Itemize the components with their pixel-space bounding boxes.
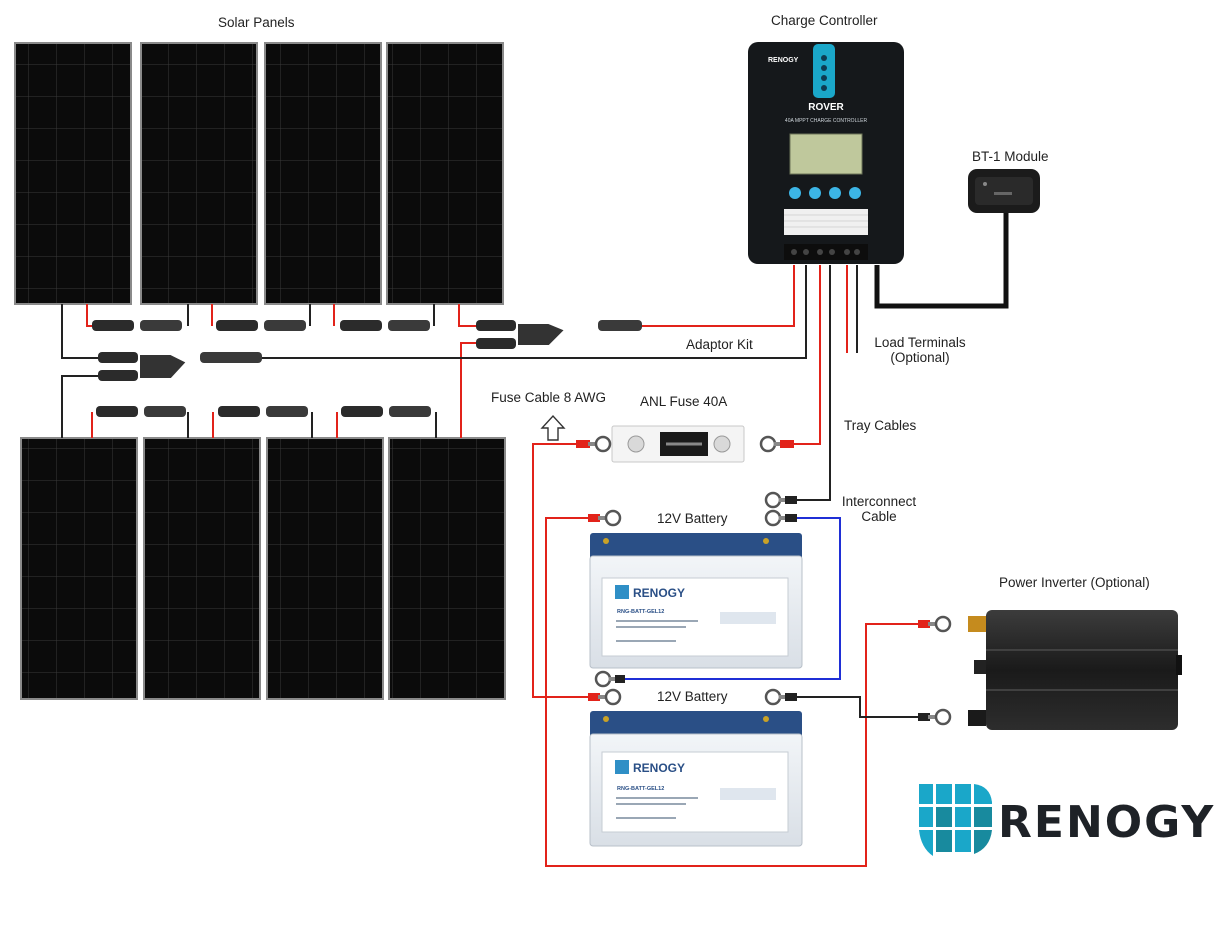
interconnect-line1: Interconnect	[841, 494, 917, 509]
battery-top-label: 12V Battery	[657, 511, 728, 526]
mc4-branch-connector-negative	[98, 352, 262, 381]
solar-panel	[20, 437, 138, 700]
mc4-connector-pair	[218, 406, 308, 417]
controller-model: ROVER	[808, 102, 844, 113]
load-terminals-label: Load Terminals (Optional)	[872, 335, 968, 365]
solar-panel	[140, 42, 258, 305]
controller-subtitle: 40A MPPT CHARGE CONTROLLER	[785, 118, 868, 124]
mc4-connector-pair	[92, 320, 182, 331]
controller-button	[849, 187, 861, 199]
solar-panel-array-top	[14, 42, 504, 305]
load-terminals-line1: Load Terminals	[874, 335, 966, 350]
battery-bottom: RENOGY RNG-BATT-GEL12	[589, 711, 803, 847]
mc4-connector-pair	[216, 320, 306, 331]
battery-brand: RENOGY	[633, 586, 685, 600]
negative-wire	[61, 304, 100, 359]
charge-controller-label: Charge Controller	[771, 13, 878, 28]
ring-terminal	[918, 708, 952, 726]
battery-model: RNG-BATT-GEL12	[617, 609, 664, 615]
mc4-branch-connector-positive	[476, 320, 642, 349]
anl-fuse	[611, 425, 745, 463]
ring-terminal	[576, 435, 612, 453]
ring-terminal	[918, 615, 952, 633]
controller-button	[809, 187, 821, 199]
mc4-connector-pair	[341, 406, 431, 417]
controller-lcd	[789, 133, 863, 175]
fuse-cable-label: Fuse Cable 8 AWG	[491, 390, 607, 405]
positive-wire	[532, 443, 595, 698]
solar-panels-label: Solar Panels	[218, 15, 295, 30]
ring-terminal	[764, 688, 797, 706]
mc4-connectors	[92, 320, 642, 417]
controller-spec-label	[784, 209, 868, 235]
bt1-module	[968, 169, 1040, 213]
interconnect-wire	[618, 517, 841, 680]
solar-panel	[266, 437, 384, 700]
interconnect-line2: Cable	[861, 509, 897, 524]
solar-panel-array-bottom	[20, 437, 506, 700]
ring-terminal	[759, 435, 794, 453]
battery-bottom-label: 12V Battery	[657, 689, 728, 704]
positive-wire	[458, 304, 478, 327]
positive-wire	[545, 517, 920, 867]
solar-panel	[264, 42, 382, 305]
battery-brand: RENOGY	[633, 761, 685, 775]
ring-terminal	[764, 509, 797, 527]
anl-fuse-label: ANL Fuse 40A	[640, 394, 728, 409]
power-inverter-label: Power Inverter (Optional)	[999, 575, 1150, 590]
adaptor-kit-label: Adaptor Kit	[686, 337, 753, 352]
ring-terminals	[576, 435, 952, 726]
renogy-logo-text: RENOGY	[998, 797, 1216, 848]
bt1-module-label: BT-1 Module	[972, 149, 1049, 164]
negative-wire	[262, 265, 807, 359]
battery-model: RNG-BATT-GEL12	[617, 786, 664, 792]
solar-panel	[14, 42, 132, 305]
charge-controller: RENOGY ROVER 40A MPPT CHARGE CONTROLLER	[748, 42, 904, 264]
renogy-logo-icon	[919, 784, 992, 856]
ring-terminal	[764, 491, 797, 509]
solar-panel	[388, 437, 506, 700]
interconnect-cable-label: Interconnect Cable	[838, 494, 920, 524]
battery-top: RENOGY RNG-BATT-GEL12	[589, 533, 803, 669]
mc4-connector-pair	[96, 406, 186, 417]
bt1-cable	[874, 212, 1009, 309]
wiring	[61, 212, 1009, 867]
up-arrow-icon	[540, 414, 566, 441]
positive-wire	[460, 342, 478, 438]
solar-panel	[143, 437, 261, 700]
negative-wire	[788, 265, 831, 501]
load-terminals-line2: (Optional)	[890, 350, 950, 365]
mc4-connector-pair	[340, 320, 430, 331]
solar-panel	[386, 42, 504, 305]
controller-brand: RENOGY	[768, 57, 799, 64]
negative-wire	[61, 375, 100, 438]
ring-terminal	[588, 509, 622, 527]
tray-cables-label: Tray Cables	[844, 418, 917, 433]
ring-terminal	[588, 688, 622, 706]
positive-wire	[788, 265, 821, 445]
ring-terminal	[594, 670, 625, 688]
positive-wire	[640, 265, 795, 327]
power-inverter	[968, 610, 1182, 730]
controller-button	[829, 187, 841, 199]
negative-wire	[788, 696, 920, 718]
controller-button	[789, 187, 801, 199]
